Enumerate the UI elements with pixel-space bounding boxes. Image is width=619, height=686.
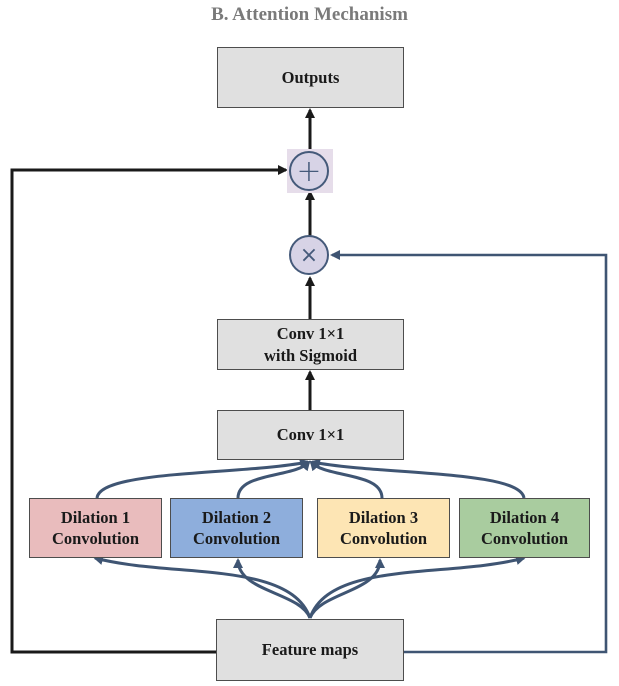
add-icon: + [296,153,322,189]
conv-sigmoid-line-1: Conv 1×1 [276,324,345,344]
arrow-skip-to-add [10,165,288,654]
arrow-features-to-dilation-2 [233,558,312,619]
multiply-operator: × [289,235,329,275]
dilation-2-line-2: Convolution [192,529,281,548]
dilation-2-line-1: Dilation 2 [201,507,272,527]
dilation-2-box: Dilation 2 Convolution [170,498,303,558]
feature-maps-box: Feature maps [216,619,404,681]
dilation-4-line-1: Dilation 4 [489,507,560,527]
dilation-4-box: Dilation 4 Convolution [459,498,590,558]
dilation-1-box: Dilation 1 Convolution [29,498,162,558]
dilation-1-line-1: Dilation 1 [60,507,131,527]
dilation-4-line-2: Convolution [480,529,569,548]
multiply-icon: × [299,242,319,268]
arrow-dilation-1-to-conv [95,458,310,499]
arrow-features-to-dilation-3 [308,558,385,619]
arrow-dilation-2-to-conv [236,460,311,499]
dilation-3-line-1: Dilation 3 [348,507,419,527]
arrow-dilation-4-to-conv [310,458,526,499]
arrow-features-to-dilation-4 [308,555,526,619]
feature-maps-label: Feature maps [261,640,359,660]
outputs-label: Outputs [281,67,340,87]
dilation-3-line-2: Convolution [339,529,428,548]
conv-sigmoid-line-2: with Sigmoid [263,345,358,365]
arrow-features-to-multiply [330,250,608,654]
conv-sigmoid-box: Conv 1×1 with Sigmoid [217,319,404,370]
conv1x1-box: Conv 1×1 [217,410,404,460]
dilation-3-box: Dilation 3 Convolution [317,498,450,558]
outputs-box: Outputs [217,47,404,108]
diagram-title: B. Attention Mechanism [211,4,408,25]
conv1x1-label: Conv 1×1 [276,425,345,445]
dilation-1-line-2: Convolution [51,529,140,548]
add-operator: + [289,151,329,191]
arrow-features-to-dilation-1 [93,555,312,619]
